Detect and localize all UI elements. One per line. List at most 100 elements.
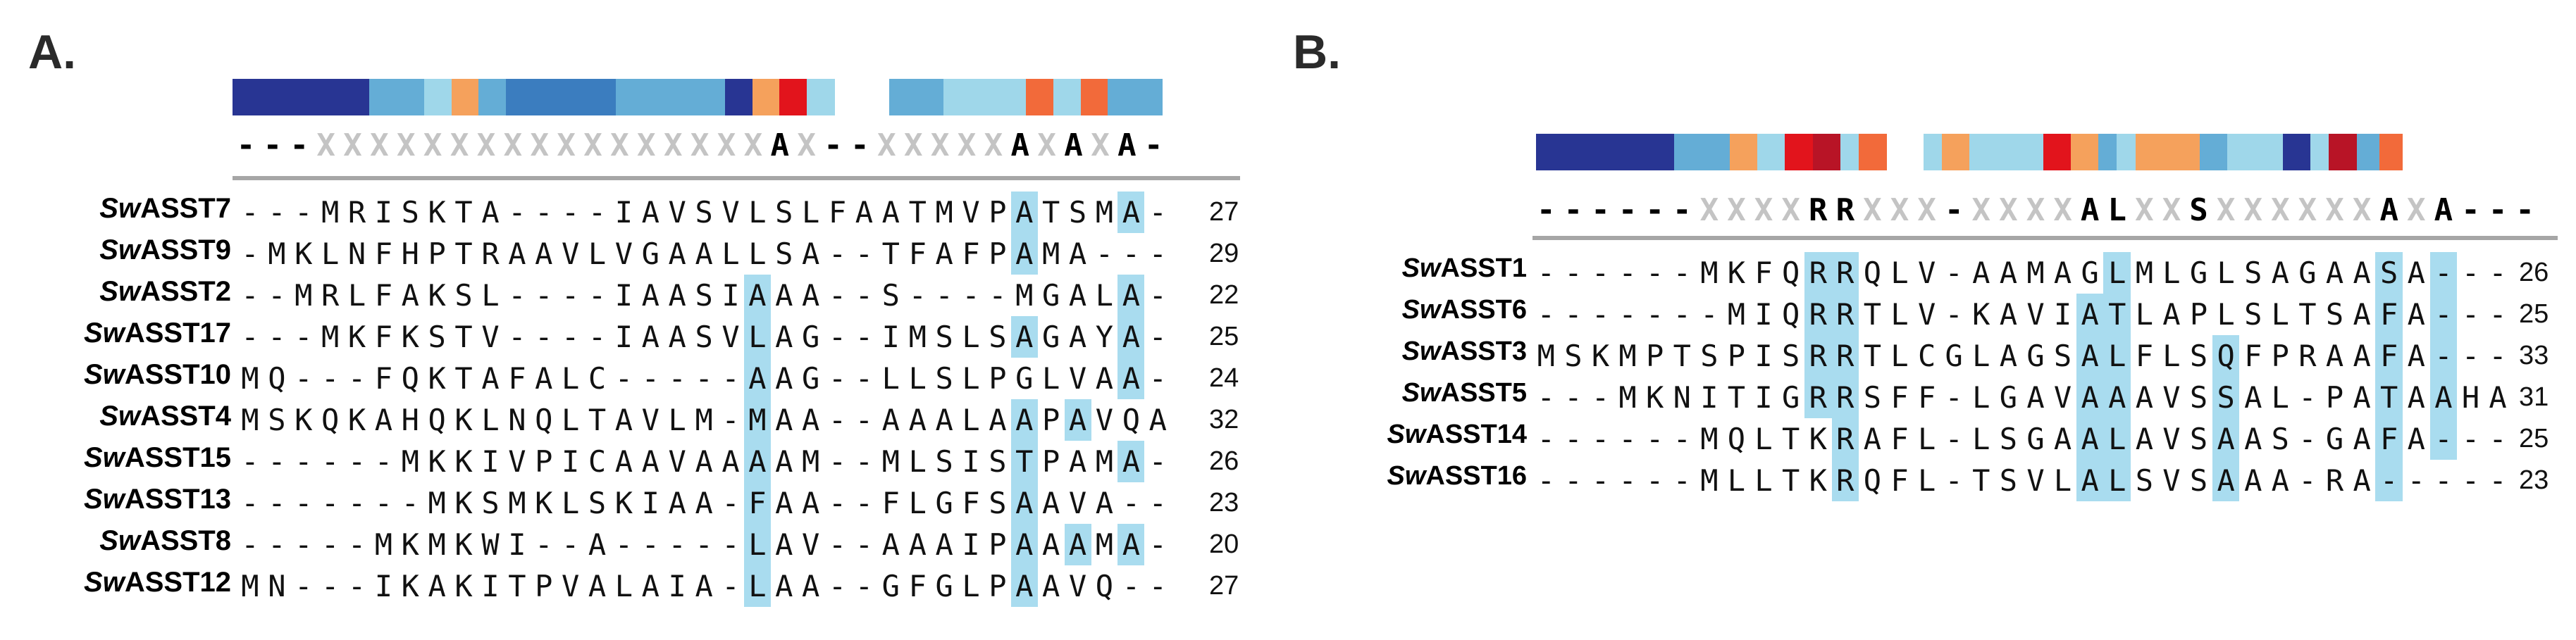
sequence-name: SwASST14: [1387, 421, 1527, 448]
residue: I: [668, 569, 686, 603]
sequence-name: SwASST16: [1387, 463, 1527, 489]
residue: V: [508, 444, 526, 479]
residue: -: [268, 320, 286, 354]
residue: T: [1010, 441, 1038, 482]
residue: M: [295, 278, 313, 313]
residue: V: [722, 320, 740, 354]
consensus-char: X: [1754, 192, 1773, 228]
residue: -: [695, 361, 713, 396]
residue: M: [1537, 339, 1555, 373]
residue: -: [1537, 463, 1555, 498]
residue: F: [1890, 422, 1909, 456]
residue: S: [1863, 380, 1882, 415]
residue: A: [641, 195, 660, 230]
residue: L: [481, 403, 500, 437]
residue: S: [695, 320, 713, 354]
residue: V: [561, 237, 580, 271]
consensus-char: X: [1890, 192, 1909, 228]
residue: V: [2162, 463, 2181, 498]
residue: L: [2217, 297, 2235, 332]
residue: -: [1148, 237, 1167, 271]
residue: T: [454, 361, 473, 396]
residue: -: [641, 361, 660, 396]
residue: R: [1804, 335, 1832, 377]
sequence-length: 23: [2519, 465, 2549, 495]
residue: A: [695, 486, 713, 520]
residue: A: [588, 569, 607, 603]
residue: F: [374, 278, 393, 313]
sequence-name: SwASST8: [99, 527, 231, 555]
species-prefix: Sw: [99, 525, 141, 556]
residue: A: [908, 403, 927, 437]
residue: F: [1754, 256, 1773, 290]
residue: S: [695, 195, 713, 230]
residue: F: [2135, 339, 2153, 373]
residue: -: [855, 320, 874, 354]
residue: L: [1972, 339, 1990, 373]
residue: -: [2407, 463, 2425, 498]
residue: -: [828, 486, 847, 520]
residue: -: [2429, 335, 2458, 377]
residue: -: [295, 569, 313, 603]
residue: -: [241, 195, 259, 230]
residue: K: [535, 486, 553, 520]
colorbar-segment: [369, 79, 425, 115]
residue: F: [374, 361, 393, 396]
consensus-char: X: [476, 127, 496, 163]
sequence-name: SwASST5: [1402, 379, 1527, 406]
residue: -: [561, 320, 580, 354]
colorbar-segment: [478, 79, 507, 115]
colorbar-segment: [1858, 134, 1887, 170]
consensus-char: X: [717, 127, 736, 163]
residue: F: [908, 569, 927, 603]
residue: -: [561, 527, 580, 562]
residue: R: [1804, 377, 1832, 418]
residue: M: [241, 361, 259, 396]
consensus-char: X: [343, 127, 362, 163]
residue: -: [855, 486, 874, 520]
residue: -: [1618, 422, 1637, 456]
residue: -: [614, 361, 633, 396]
sequence-length: 26: [1209, 446, 1239, 476]
residue: A: [2053, 256, 2072, 290]
residue: -: [1148, 278, 1167, 313]
residue: A: [2489, 380, 2507, 415]
residue: R: [1831, 252, 1859, 294]
species-prefix: Sw: [99, 276, 141, 307]
residue: A: [743, 441, 771, 482]
residue: C: [1917, 339, 1936, 373]
residue: K: [1646, 380, 1664, 415]
residue: Q: [321, 403, 340, 437]
residue: M: [268, 237, 286, 271]
residue: -: [1148, 569, 1167, 603]
colorbar-segment: [615, 79, 726, 115]
residue: A: [2353, 256, 2371, 290]
colorbar-segment: [423, 79, 452, 115]
residue: A: [1042, 486, 1060, 520]
residue: S: [428, 320, 446, 354]
residue: G: [1042, 320, 1060, 354]
consensus-char: X: [450, 127, 469, 163]
residue: G: [935, 569, 953, 603]
residue: A: [775, 320, 793, 354]
colorbar-segment: [2282, 134, 2311, 170]
residue: K: [401, 569, 419, 603]
residue: R: [1831, 294, 1859, 335]
species-prefix: Sw: [99, 401, 141, 432]
residue: G: [935, 486, 953, 520]
protein-id: ASST9: [140, 234, 231, 265]
residue: -: [268, 486, 286, 520]
residue: I: [508, 527, 526, 562]
residue: A: [1117, 316, 1145, 358]
residue: L: [908, 361, 927, 396]
residue: M: [881, 444, 900, 479]
sequence-length: 33: [2519, 341, 2549, 370]
residue: L: [881, 361, 900, 396]
consensus-char: X: [2407, 192, 2426, 228]
residue: M: [1618, 339, 1637, 373]
residue: A: [641, 278, 660, 313]
residue: Q: [1727, 422, 1746, 456]
